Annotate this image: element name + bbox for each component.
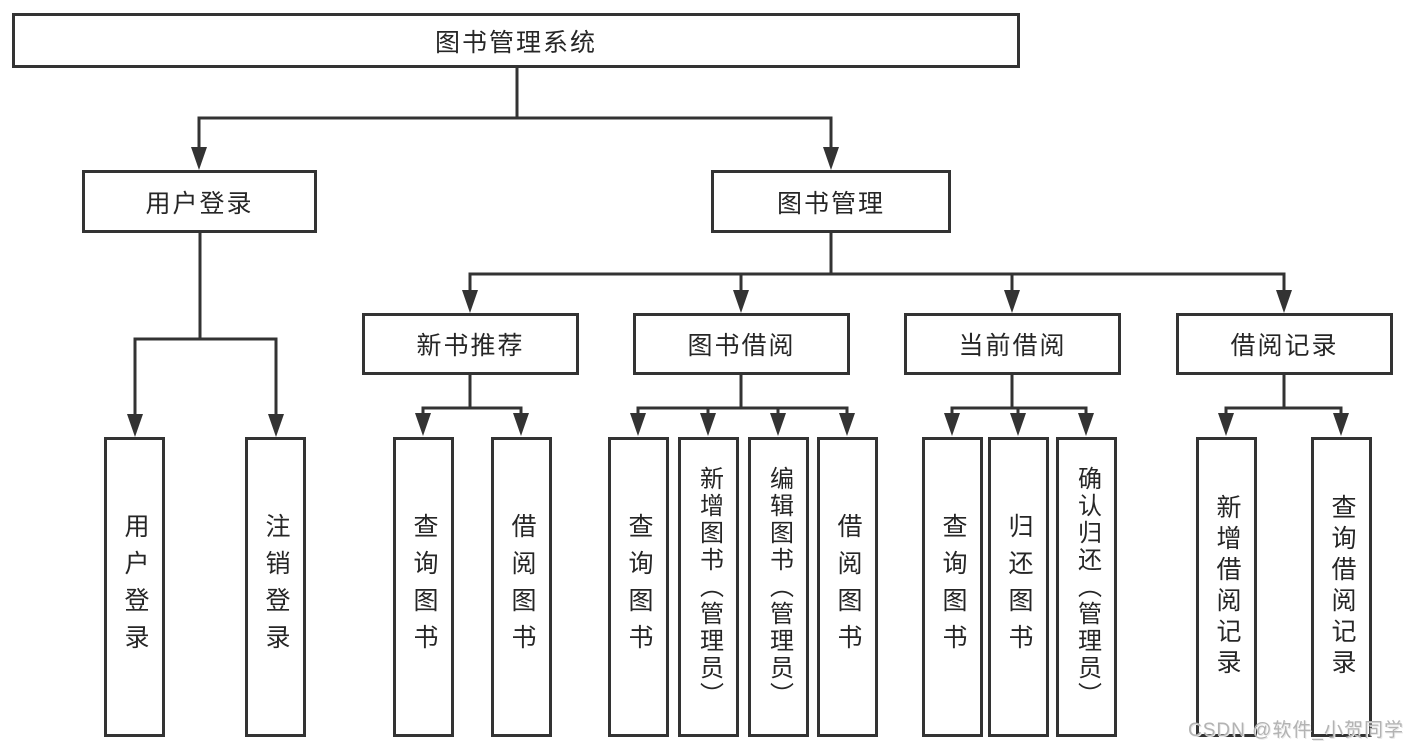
connector-root-to-level2 bbox=[197, 64, 833, 152]
node-label: 用户登录 bbox=[145, 189, 254, 218]
node-borrowing-records: 借阅记录 bbox=[1176, 313, 1393, 375]
connector-userlogin-to-leaves bbox=[133, 231, 278, 418]
connector-bookborrow-to-leaves bbox=[636, 373, 849, 417]
arrowhead bbox=[823, 147, 839, 170]
leaf-label: 新增图书（管理员） bbox=[695, 465, 723, 709]
node-book-borrowing: 图书借阅 bbox=[633, 313, 850, 375]
arrowhead bbox=[700, 413, 716, 436]
arrowhead bbox=[770, 413, 786, 436]
node-user-login: 用户登录 bbox=[82, 170, 317, 233]
node-label: 借阅记录 bbox=[1230, 332, 1339, 360]
node-library-management-system: 图书管理系统 bbox=[12, 13, 1020, 68]
csdn-watermark: CSDN @软件_小贺同学 bbox=[1188, 720, 1404, 741]
arrowhead bbox=[1218, 413, 1234, 436]
leaf-user-login: 用户登录 bbox=[104, 437, 165, 737]
arrowhead bbox=[513, 413, 529, 436]
leaf-label: 查询图书 bbox=[625, 513, 653, 661]
arrowhead bbox=[268, 414, 284, 437]
arrowhead bbox=[1276, 290, 1292, 313]
leaf-label: 归还图书 bbox=[1005, 513, 1033, 661]
leaf-label: 确认归还（管理员） bbox=[1073, 465, 1101, 709]
leaf-borrow-books-newbook: 借阅图书 bbox=[491, 437, 552, 737]
arrowhead bbox=[127, 414, 143, 437]
node-current-borrowing: 当前借阅 bbox=[904, 313, 1121, 375]
arrowhead bbox=[630, 413, 646, 436]
leaf-confirm-return-admin: 确认归还（管理员） bbox=[1056, 437, 1117, 737]
leaf-query-borrow-record: 查询借阅记录 bbox=[1311, 437, 1372, 737]
leaf-label: 查询借阅记录 bbox=[1328, 494, 1356, 680]
leaf-add-books-admin: 新增图书（管理员） bbox=[678, 437, 739, 737]
arrowhead bbox=[1333, 413, 1349, 436]
node-label: 当前借阅 bbox=[958, 332, 1067, 360]
arrowhead bbox=[1010, 413, 1026, 436]
node-label: 图书管理系统 bbox=[434, 28, 597, 57]
leaf-add-borrow-record: 新增借阅记录 bbox=[1196, 437, 1257, 737]
arrowhead bbox=[462, 290, 478, 313]
connector-currentborrow-to-leaves bbox=[950, 373, 1088, 417]
arrowhead bbox=[191, 147, 207, 170]
arrowhead bbox=[415, 413, 431, 436]
leaf-return-books: 归还图书 bbox=[988, 437, 1049, 737]
arrowheads bbox=[127, 147, 1349, 437]
leaf-label: 注销登录 bbox=[262, 513, 290, 661]
leaf-logout: 注销登录 bbox=[245, 437, 306, 737]
connector-bookmgmt-to-level3 bbox=[468, 231, 1286, 295]
connector-newbook-to-leaves bbox=[421, 373, 523, 417]
arrowhead bbox=[1004, 290, 1020, 313]
node-book-management: 图书管理 bbox=[711, 170, 951, 233]
leaf-query-books-borrow: 查询图书 bbox=[608, 437, 669, 737]
leaf-label: 借阅图书 bbox=[834, 513, 862, 661]
connector-borrowrecord-to-leaves bbox=[1224, 373, 1343, 417]
leaf-edit-books-admin: 编辑图书（管理员） bbox=[748, 437, 809, 737]
leaf-query-books-current: 查询图书 bbox=[922, 437, 983, 737]
arrowhead bbox=[944, 413, 960, 436]
leaf-label: 查询图书 bbox=[939, 513, 967, 661]
node-new-book-recommendation: 新书推荐 bbox=[362, 313, 579, 375]
arrowhead bbox=[733, 290, 749, 313]
node-label: 图书管理 bbox=[776, 189, 885, 218]
leaf-label: 借阅图书 bbox=[508, 513, 536, 661]
leaf-label: 查询图书 bbox=[410, 513, 438, 661]
leaf-label: 编辑图书（管理员） bbox=[765, 465, 793, 709]
leaf-label: 新增借阅记录 bbox=[1213, 494, 1241, 680]
leaf-label: 用户登录 bbox=[121, 513, 149, 661]
arrowhead bbox=[839, 413, 855, 436]
node-label: 新书推荐 bbox=[416, 332, 525, 360]
leaf-borrow-books: 借阅图书 bbox=[817, 437, 878, 737]
arrowhead bbox=[1078, 413, 1094, 436]
leaf-query-books-newbook: 查询图书 bbox=[393, 437, 454, 737]
node-label: 图书借阅 bbox=[687, 332, 796, 360]
